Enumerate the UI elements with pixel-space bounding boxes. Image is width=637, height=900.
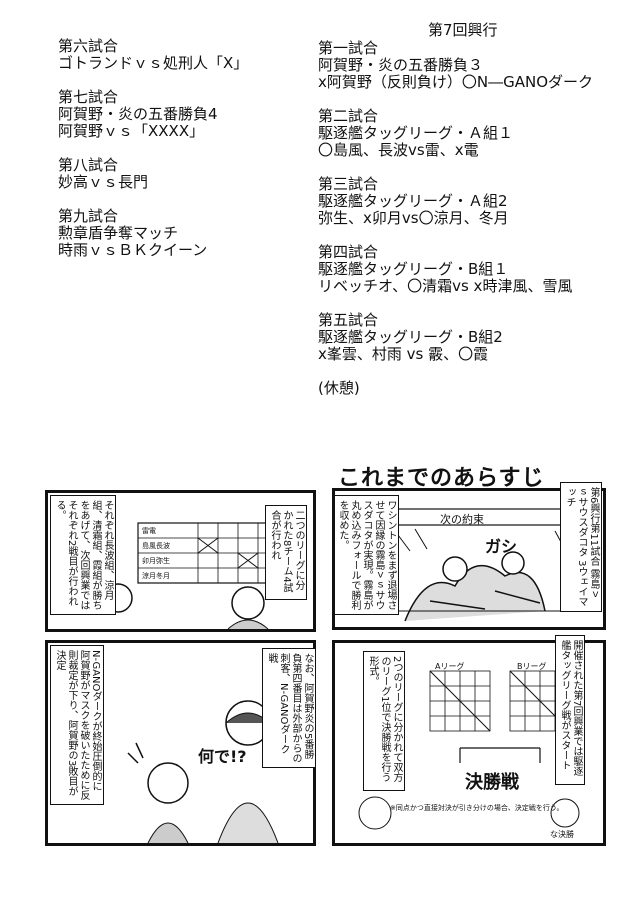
match-detail: 駆逐艦タッグリーグ・B組2 bbox=[318, 328, 503, 346]
match-detail: 駆逐艦タッグリーグ・Ａ組2 bbox=[318, 192, 508, 210]
intermission-label: (休憩) bbox=[318, 379, 360, 397]
league-board-illustration bbox=[103, 522, 279, 629]
match-label: 第五試合 bbox=[318, 311, 379, 329]
format-narration: 2つのリーグに分かれて双方のリーグ1位で決勝戦を行う形式。 bbox=[363, 651, 405, 791]
match-block: 第四試合 駆逐艦タッグリーグ・B組１ リベッチオ、〇清霜vs x時津風、雪風 bbox=[318, 244, 593, 295]
match-label: 第六試合 bbox=[58, 37, 119, 55]
tiebreak-footnote: ※同点かつ直接対決が引き分けの場合、決定戦を行う。 bbox=[390, 804, 564, 812]
summary-title: これまでのあらすじ bbox=[338, 466, 545, 491]
match-detail: リベッチオ、〇清霜vs x時津風、雪風 bbox=[318, 277, 573, 295]
recap-caption: 第6興行第11試合 霧島ｖｓサウスダコタ 3ウェイマッチ bbox=[560, 482, 602, 612]
board-row: 島風長波 bbox=[142, 542, 170, 550]
final-label: 決勝戦 bbox=[465, 772, 519, 793]
match-detail: 勲章盾争奪マッチ bbox=[58, 224, 179, 242]
match-block: 第九試合 勲章盾争奪マッチ 時雨ｖｓＢＫクイーン bbox=[58, 208, 248, 259]
board-row: 涼月冬月 bbox=[142, 572, 170, 580]
sfx-grab: ガシ bbox=[485, 537, 518, 556]
right-match-column: 第一試合 阿賀野・炎の五番勝負３ x阿賀野（反則負け）〇N―GANOダーク 第二… bbox=[318, 40, 593, 397]
match-block: 第三試合 駆逐艦タッグリーグ・Ａ組2 弥生、x卯月vs〇涼月、冬月 bbox=[318, 176, 593, 227]
match-label: 第八試合 bbox=[58, 156, 119, 174]
match-detail: 弥生、x卯月vs〇涼月、冬月 bbox=[318, 209, 509, 227]
match-detail: 妙高ｖｓ長門 bbox=[58, 173, 149, 191]
match-label: 第九試合 bbox=[58, 207, 119, 225]
league-b-label: Bリーグ bbox=[517, 662, 547, 671]
match-detail: 阿賀野・炎の五番勝負３ bbox=[318, 56, 484, 74]
match-detail: ゴトランドｖｓ処刑人「X」 bbox=[58, 54, 249, 72]
comic-panel-league-results: 雷電 島風長波 卯月弥生 涼月冬月 それぞれ長波組、涼月組、清霜組、霞組が勝ちを… bbox=[45, 490, 316, 632]
match-detail: x峯雲、村雨 vs 霰、〇霞 bbox=[318, 345, 489, 363]
dark-caption: なお、阿賀野炎の5番勝負第四番目は外部からの刺客、N-GANOダーク戦 bbox=[262, 648, 316, 768]
match-label: 第三試合 bbox=[318, 175, 379, 193]
match-block: 第五試合 駆逐艦タッグリーグ・B組2 x峯雲、村雨 vs 霰、〇霞 bbox=[318, 312, 593, 363]
masked-wrestler-illustration bbox=[127, 700, 279, 843]
match-detail: 阿賀野ｖｓ「XXXX」 bbox=[58, 122, 205, 140]
match-block: 第二試合 駆逐艦タッグリーグ・Ａ組１ 〇島風、長波vs雷、x電 bbox=[318, 108, 593, 159]
match-detail: 〇島風、長波vs雷、x電 bbox=[318, 141, 479, 159]
match-block: 第一試合 阿賀野・炎の五番勝負３ x阿賀野（反則負け）〇N―GANOダーク bbox=[318, 40, 593, 91]
board-row: 卯月弥生 bbox=[142, 557, 170, 565]
results-narration: それぞれ長波組、涼月組、清霜組、霞組が勝ちをあげて、次回興業ではそれぞれ2戦目が… bbox=[50, 495, 116, 615]
board-row: 雷電 bbox=[142, 527, 156, 535]
match-block: 第六試合 ゴトランドｖｓ処刑人「X」 bbox=[58, 38, 248, 72]
match-label: 第四試合 bbox=[318, 243, 379, 261]
match-detail: 阿賀野・炎の五番勝負4 bbox=[58, 105, 218, 123]
league-a-label: Aリーグ bbox=[435, 662, 465, 671]
left-match-column: 第六試合 ゴトランドｖｓ処刑人「X」 第七試合 阿賀野・炎の五番勝負4 阿賀野ｖ… bbox=[58, 38, 248, 276]
promise-sign: 次の約束 bbox=[440, 513, 484, 526]
match-detail: x阿賀野（反則負け）〇N―GANOダーク bbox=[318, 73, 594, 91]
match-label: 第一試合 bbox=[318, 39, 379, 57]
match-label: 第七試合 bbox=[58, 88, 119, 106]
tag-league-caption: 開催された第7回興業では駆逐艦タッグリーグ戦がスタート bbox=[555, 635, 585, 785]
dark-narration: N-GANOダークが終始圧倒的に阿賀野がマスクを破いたために反則裁定が下り、阿賀… bbox=[50, 645, 104, 805]
wrestling-scene-illustration bbox=[365, 508, 586, 622]
match-detail: 駆逐艦タッグリーグ・Ａ組１ bbox=[318, 124, 514, 142]
match-block: 第七試合 阿賀野・炎の五番勝負4 阿賀野ｖｓ「XXXX」 bbox=[58, 89, 248, 140]
recap-narration: ワシントンをまず退場させて因縁の霧島ｖｓサウスダコタが実現。霧島が丸め込みフォー… bbox=[335, 495, 399, 615]
match-detail: 駆逐艦タッグリーグ・B組１ bbox=[318, 260, 509, 278]
match-detail: 時雨ｖｓＢＫクイーン bbox=[58, 241, 208, 259]
event-title: 第7回興行 bbox=[428, 21, 498, 39]
match-label: 第二試合 bbox=[318, 107, 379, 125]
league-caption: 二つのリーグに分かれた8チーム4試合が行われ bbox=[265, 505, 307, 600]
match-block: 第八試合 妙高ｖｓ長門 bbox=[58, 157, 248, 191]
corner-note: な決勝 bbox=[550, 830, 574, 839]
shout-bubble: 何で!? bbox=[198, 747, 247, 766]
